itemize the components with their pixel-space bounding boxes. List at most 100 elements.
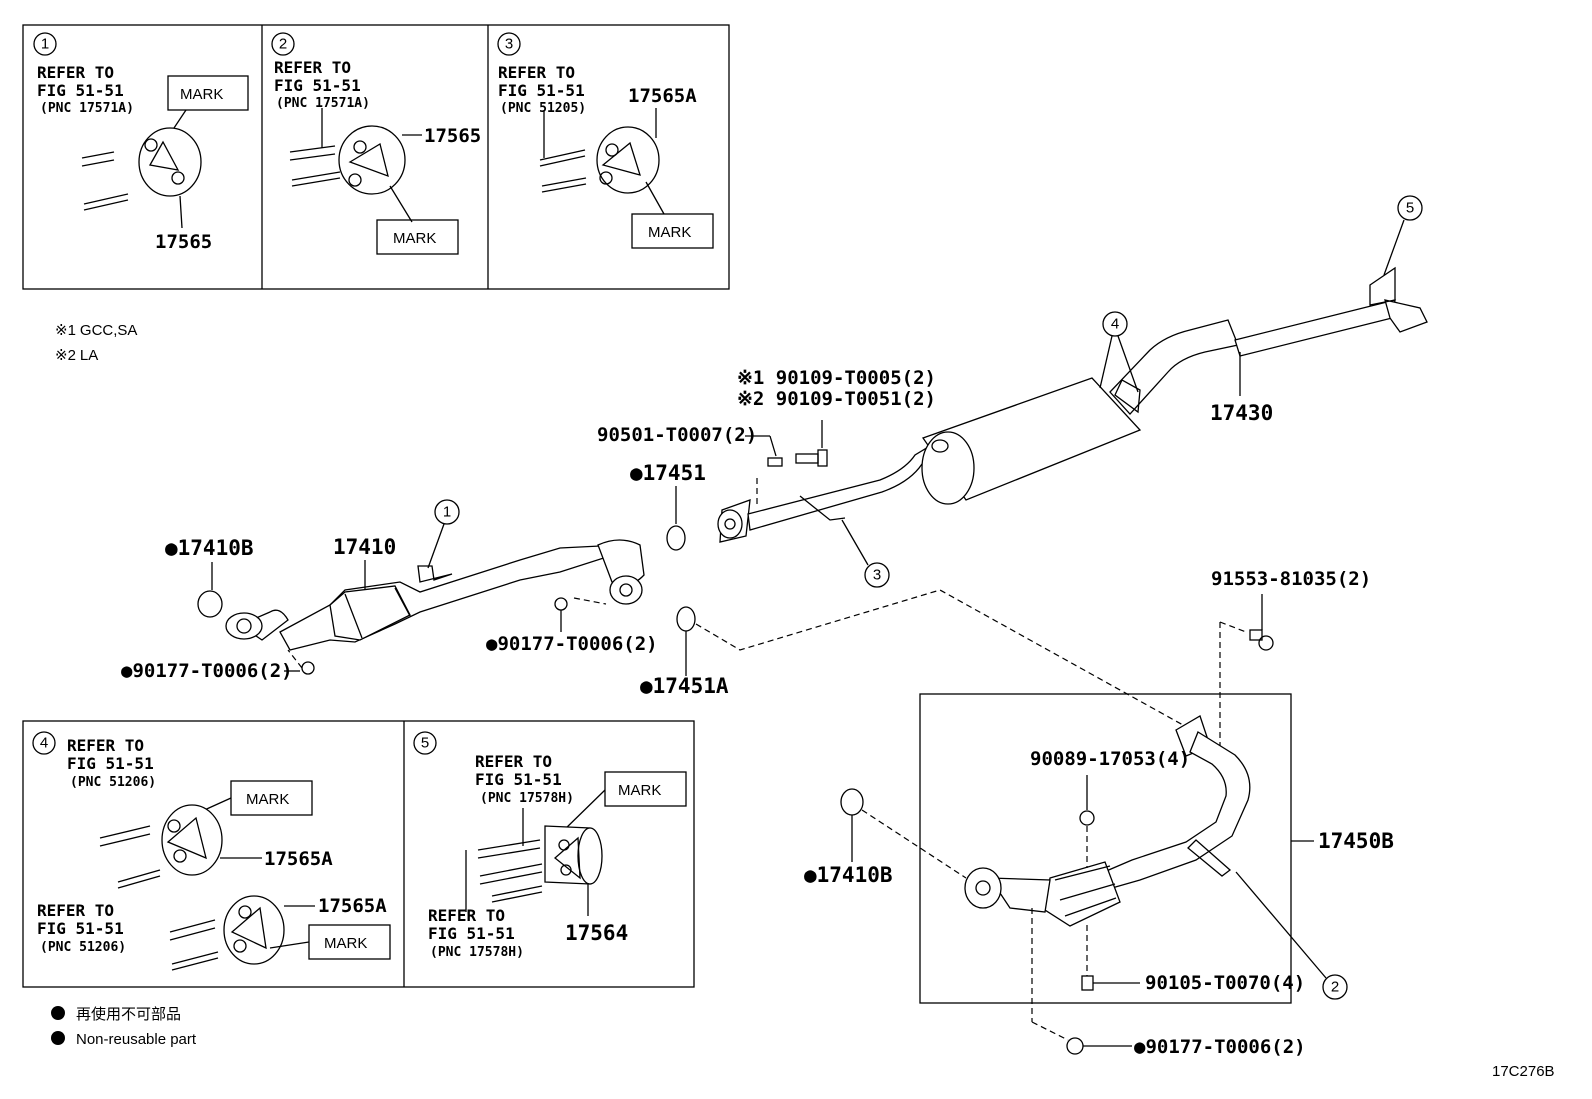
inset-3: 3 REFER TO FIG 51-51 (PNC 51205) 17565A … — [497, 32, 714, 249]
bolt — [1249, 629, 1263, 641]
part-17450B: 17450B — [1318, 829, 1394, 853]
refer-text: REFER TO — [37, 901, 114, 920]
refer-fig: FIG 51-51 — [37, 81, 124, 100]
rubber-hanger — [596, 126, 660, 194]
refer-pnc: (PNC 51206) — [40, 940, 126, 955]
callout-5: 5 — [1406, 200, 1414, 217]
top-inset-panels — [22, 24, 730, 290]
front-pipe-17410 — [225, 539, 645, 651]
part-number: 17565A — [628, 85, 697, 107]
callout-circle-4 — [1102, 311, 1128, 337]
mark-label: MARK — [246, 791, 289, 808]
mark-box — [631, 213, 714, 249]
mark-box — [604, 771, 687, 807]
refer-pnc: (PNC 51206) — [70, 775, 156, 790]
legend-en: Non-reusable part — [76, 1031, 197, 1048]
legend: 再使用不可部品 Non-reusable part — [51, 1006, 197, 1048]
nut — [1079, 810, 1095, 826]
part-number: 17565A — [318, 895, 387, 917]
inset-number: 2 — [279, 36, 287, 53]
refer-pnc: (PNC 17571A) — [40, 101, 134, 116]
inset-2: 2 REFER TO FIG 51-51 (PNC 17571A) 17565 … — [271, 32, 481, 255]
stud — [767, 457, 783, 467]
nut — [1066, 1037, 1084, 1055]
part-17410: 17410 — [333, 535, 396, 559]
bottom-inset-panels — [22, 720, 695, 988]
diagram-id: 17C276B — [1492, 1063, 1555, 1080]
refer-text: REFER TO — [428, 906, 505, 925]
part-90109-la: ※2 90109-T0051(2) — [737, 388, 936, 410]
mark-label: MARK — [180, 86, 223, 103]
inset-number-circle — [33, 32, 57, 56]
part-number: 17565 — [424, 125, 481, 147]
bottom-inset-frame — [22, 720, 695, 988]
gasket-17451 — [666, 525, 686, 551]
part-number: 17565 — [155, 231, 212, 253]
inset-number-circle — [271, 32, 295, 56]
refer-text: REFER TO — [274, 58, 351, 77]
callout-circle-2 — [1322, 974, 1348, 1000]
refer-pnc: (PNC 51205) — [500, 101, 586, 116]
inset-4: 4 REFER TO FIG 51-51 (PNC 51206) MARK 17… — [32, 731, 391, 971]
inset-1: 1 REFER TO FIG 51-51 (PNC 17571A) MARK 1… — [33, 32, 249, 253]
part-17451A: ●17451A — [640, 674, 729, 698]
part-number: 17564 — [565, 921, 628, 945]
rubber-hanger — [138, 127, 202, 197]
refer-pnc: (PNC 17578H) — [480, 791, 574, 806]
bolt — [795, 453, 819, 464]
gasket-17410B-lower — [840, 788, 864, 816]
mark-label: MARK — [648, 224, 691, 241]
inset-number-circle — [497, 32, 521, 56]
nut — [554, 597, 568, 611]
refer-pnc: (PNC 17571A) — [276, 96, 370, 111]
part-17410B-lower: ●17410B — [804, 863, 893, 887]
center-and-tail-pipe-17430 — [717, 266, 1428, 543]
callout-circle-5 — [1397, 195, 1423, 221]
refer-pnc: (PNC 17578H) — [430, 945, 524, 960]
bullet-icon — [51, 1031, 65, 1045]
mark-label: MARK — [393, 230, 436, 247]
inset-number: 1 — [41, 36, 49, 53]
refer-text: REFER TO — [67, 736, 144, 755]
callout-4: 4 — [1111, 316, 1119, 333]
legend-ja: 再使用不可部品 — [76, 1006, 181, 1023]
catalyst-box-17450B — [919, 693, 1292, 1004]
mark-label: MARK — [618, 782, 661, 799]
nut — [301, 661, 315, 675]
mark-label: MARK — [324, 935, 367, 952]
bullet-icon — [51, 1006, 65, 1020]
part-90177-center: ●90177-T0006(2) — [486, 633, 658, 655]
part-91553: 91553-81035(2) — [1211, 568, 1371, 590]
part-90501: 90501-T0007(2) — [597, 424, 757, 446]
callout-1: 1 — [443, 504, 451, 521]
inset-number: 5 — [421, 735, 429, 752]
catalyst-pipe-17450B — [964, 715, 1251, 927]
part-17451: ●17451 — [630, 461, 706, 485]
refer-text: REFER TO — [37, 63, 114, 82]
part-90177-left: ●90177-T0006(2) — [121, 660, 293, 682]
part-number: 17565A — [264, 848, 333, 870]
inset-number-circle — [413, 731, 437, 755]
rubber-hanger — [161, 804, 223, 876]
gasket-17410B — [197, 590, 223, 618]
gasket-17451A — [676, 606, 696, 632]
part-90089: 90089-17053(4) — [1030, 748, 1190, 770]
callout-circle-3 — [864, 562, 890, 588]
part-90109-gcc: ※1 90109-T0005(2) — [737, 367, 936, 389]
refer-text: REFER TO — [498, 63, 575, 82]
bolt — [1081, 975, 1094, 991]
part-17430: 17430 — [1210, 401, 1273, 425]
rubber-hanger — [338, 125, 406, 195]
rubber-hanger — [223, 895, 285, 965]
refer-fig: FIG 51-51 — [498, 81, 585, 100]
callout-2: 2 — [1331, 979, 1339, 996]
top-inset-frame — [22, 24, 730, 290]
part-90177-lower: ●90177-T0006(2) — [1134, 1036, 1306, 1058]
inset-number-circle — [32, 731, 56, 755]
mark-box — [376, 219, 459, 255]
mark-box — [167, 75, 249, 111]
